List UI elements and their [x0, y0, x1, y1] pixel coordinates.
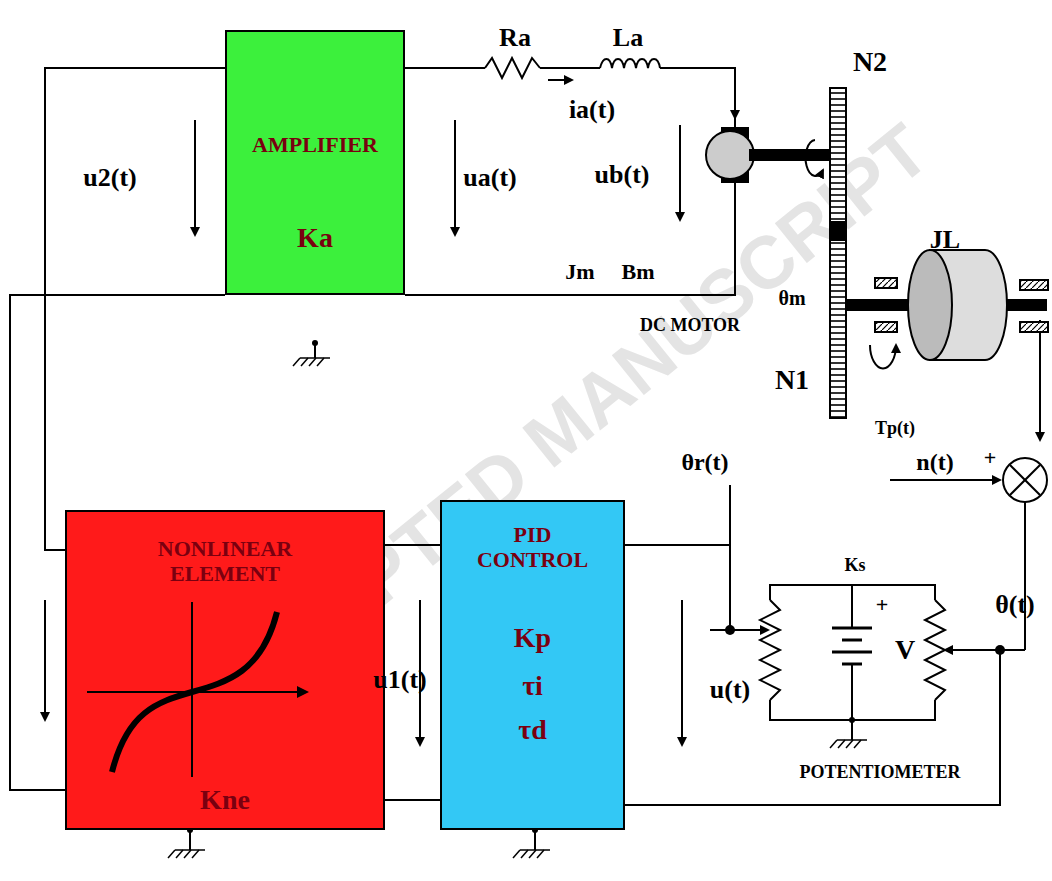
box-title: PID CONTROL — [468, 522, 598, 573]
inertia-label: JL — [930, 227, 960, 253]
resistor-label: Ra — [499, 25, 531, 51]
voltage-label: V — [895, 636, 915, 664]
gain-symbol: Kne — [130, 784, 320, 816]
time-constant: τi — [468, 670, 598, 702]
gear-label: N1 — [775, 366, 809, 394]
voltage-label: u1(t) — [373, 667, 426, 693]
time-constant: τd — [468, 714, 598, 746]
signal-wire — [45, 68, 225, 550]
noise-label: n(t) — [916, 450, 953, 474]
torque-label: Tp(t) — [875, 419, 915, 437]
component-title: POTENTIOMETER — [799, 763, 960, 781]
nonlinear-element-box: NONLINEAR ELEMENT Kne — [65, 510, 385, 830]
gain-label: Ks — [844, 556, 865, 574]
gain-symbol: Ka — [230, 222, 400, 254]
amplifier-box: AMPLIFIER Ka — [225, 30, 405, 295]
reference-label: θr(t) — [681, 450, 728, 474]
sign-label: + — [876, 594, 889, 616]
box-title: AMPLIFIER — [230, 132, 400, 157]
gain-symbol: Kp — [468, 622, 598, 654]
current-label: ia(t) — [569, 97, 615, 123]
voltage-label: u2(t) — [83, 165, 136, 191]
voltage-label: ub(t) — [595, 162, 650, 188]
voltage-label: u(t) — [710, 677, 750, 703]
voltage-label: ua(t) — [463, 165, 516, 191]
angle-label: θm — [778, 288, 805, 308]
friction-label: Bm — [622, 261, 655, 283]
sign-label: + — [984, 447, 997, 469]
component-title: DC MOTOR — [640, 316, 740, 334]
box-title: NONLINEAR ELEMENT — [130, 536, 320, 587]
pid-controller-box: PID CONTROL Kp τi τd — [440, 500, 625, 830]
gear-label: N2 — [853, 48, 887, 76]
inertia-label: Jm — [565, 261, 594, 283]
angle-label: θ(t) — [995, 592, 1035, 618]
inductor-label: La — [613, 25, 643, 51]
signal-wire — [385, 544, 440, 546]
